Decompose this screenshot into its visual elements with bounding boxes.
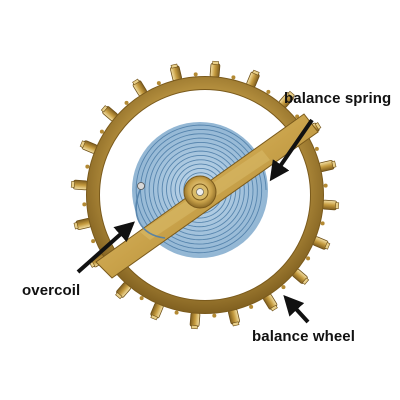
timing-screw — [170, 63, 182, 82]
rim-tooth — [306, 256, 311, 261]
balance-wheel-label: balance wheel — [252, 328, 356, 345]
overcoil-label: overcoil — [22, 282, 81, 299]
overcoil-stud — [137, 182, 145, 190]
rim-tooth — [91, 239, 96, 244]
rim-tooth — [212, 313, 217, 318]
rim-tooth — [124, 100, 129, 105]
balance-collet — [183, 175, 217, 209]
timing-screw — [312, 236, 331, 250]
timing-screw — [209, 60, 221, 78]
rim-tooth — [156, 81, 161, 86]
rim-tooth — [323, 183, 328, 188]
timing-screw — [322, 199, 340, 211]
balance-spring-label: balance spring — [284, 90, 392, 107]
balance-wheel-rim — [86, 76, 324, 314]
overcoil-curve — [135, 189, 166, 239]
rim-tooth — [139, 296, 144, 301]
overcoil-arrow — [76, 221, 135, 274]
timing-screw — [189, 312, 201, 330]
rim-tooth — [85, 164, 90, 169]
timing-screw — [228, 308, 240, 327]
balance-spring-arrow — [269, 118, 314, 182]
rim-tooth — [314, 146, 319, 151]
rim-tooth — [295, 114, 300, 119]
rim-tooth — [99, 129, 104, 134]
rim-tooth — [193, 72, 198, 77]
timing-screw — [73, 218, 92, 230]
timing-screw — [246, 69, 260, 88]
rim-tooth — [249, 304, 254, 309]
rim-tooth — [231, 75, 236, 80]
timing-screw — [150, 302, 164, 321]
timing-screw — [79, 140, 98, 154]
timing-screw — [100, 105, 118, 122]
rim-tooth — [266, 89, 271, 94]
timing-screw — [70, 179, 88, 191]
rim-tooth — [82, 202, 87, 207]
rim-tooth — [281, 285, 286, 290]
balance-wheel-arrow — [283, 295, 310, 324]
rim-tooth — [174, 310, 179, 315]
timing-screw — [318, 160, 337, 172]
rim-tooth — [320, 221, 325, 226]
